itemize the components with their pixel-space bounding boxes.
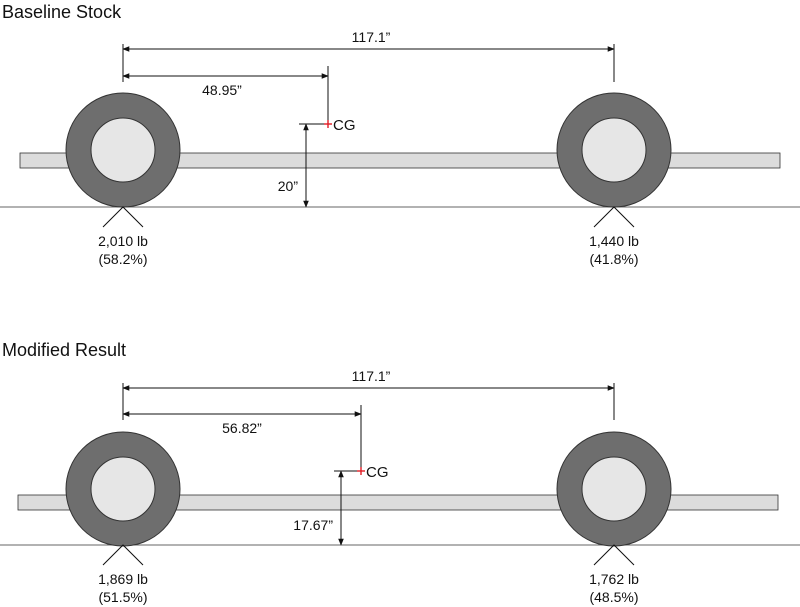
cg-horizontal-label: 48.95” <box>202 82 242 98</box>
rear-hub <box>581 117 647 183</box>
rear-load-pointer <box>593 544 635 566</box>
front-wheel <box>65 92 181 208</box>
cg-marker <box>324 120 332 128</box>
rear-wheel <box>556 431 672 547</box>
front-weight: 2,010 lb <box>98 233 148 249</box>
front-weight: 1,869 lb <box>98 571 148 587</box>
front-weight-percent: (58.2%) <box>98 251 147 267</box>
cg-height-label: 20” <box>278 178 299 194</box>
front-weight-percent: (51.5%) <box>98 589 147 605</box>
rear-weight-percent: (48.5%) <box>589 589 638 605</box>
cg-label: CG <box>333 117 356 134</box>
rear-weight: 1,762 lb <box>589 571 639 587</box>
wheelbase-label: 117.1” <box>352 29 391 45</box>
baseline-diagram: Baseline Stock 117.1” 48.95” 20” <box>0 2 800 267</box>
cg-horizontal-label: 56.82” <box>222 420 262 436</box>
rear-hub <box>581 456 647 522</box>
rear-load-pointer <box>593 206 635 228</box>
modified-diagram: Modified Result 117.1” 56.82” 17.67” <box>0 340 800 605</box>
wheelbase-label: 117.1” <box>352 368 391 384</box>
rear-wheel <box>556 92 672 208</box>
cg-label: CG <box>366 464 389 481</box>
cg-marker <box>357 467 365 475</box>
front-hub <box>90 456 156 522</box>
modified-title: Modified Result <box>2 340 126 360</box>
cg-height-label: 17.67” <box>293 517 333 533</box>
rear-weight-percent: (41.8%) <box>589 251 638 267</box>
front-load-pointer <box>102 206 144 228</box>
rear-weight: 1,440 lb <box>589 233 639 249</box>
baseline-title: Baseline Stock <box>2 2 122 22</box>
front-hub <box>90 117 156 183</box>
front-load-pointer <box>102 544 144 566</box>
front-wheel <box>65 431 181 547</box>
